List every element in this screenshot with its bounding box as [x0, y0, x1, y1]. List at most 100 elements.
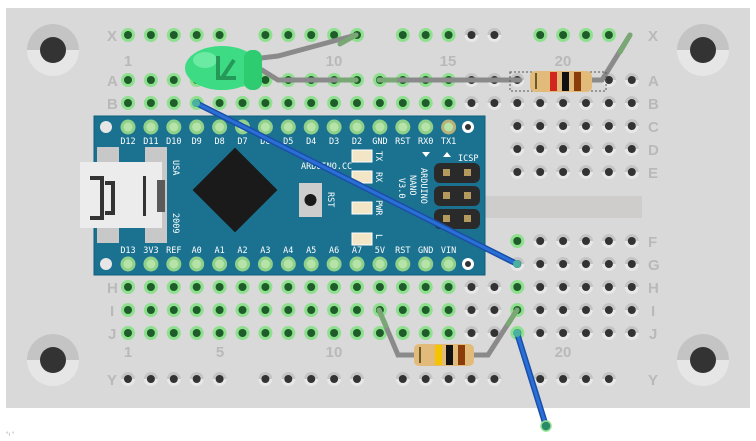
hole-B11[interactable] — [353, 99, 361, 107]
hole-B1[interactable] — [124, 99, 132, 107]
hole-B10[interactable] — [330, 99, 339, 107]
hole-G21[interactable] — [582, 260, 590, 268]
hole-J10[interactable] — [330, 329, 339, 337]
hole-Y13[interactable] — [398, 375, 407, 383]
hole-H22[interactable] — [604, 283, 613, 291]
hole-Y8[interactable] — [284, 375, 293, 383]
hole-A2[interactable] — [146, 76, 155, 84]
hole-D20[interactable] — [559, 145, 568, 153]
hole-B9[interactable] — [307, 99, 316, 107]
hole-F22[interactable] — [604, 237, 613, 245]
hole-H15[interactable] — [444, 283, 453, 291]
hole-X5[interactable] — [215, 31, 224, 39]
hole-J6[interactable] — [238, 329, 247, 337]
hole-I7[interactable] — [261, 306, 270, 314]
hole-B2[interactable] — [146, 99, 155, 107]
hole-I2[interactable] — [146, 306, 155, 314]
hole-J4[interactable] — [192, 329, 201, 337]
hole-B21[interactable] — [582, 99, 590, 107]
hole-H6[interactable] — [238, 283, 247, 291]
hole-I10[interactable] — [330, 306, 339, 314]
green-led[interactable] — [185, 46, 262, 90]
hole-Y9[interactable] — [307, 375, 316, 383]
hole-Y19[interactable] — [536, 375, 545, 383]
hole-B5[interactable] — [215, 99, 224, 107]
hole-J13[interactable] — [398, 329, 407, 337]
hole-X14[interactable] — [421, 31, 430, 39]
hole-J22[interactable] — [604, 329, 613, 337]
hole-J9[interactable] — [307, 329, 316, 337]
hole-X19[interactable] — [536, 31, 545, 39]
hole-H7[interactable] — [261, 283, 270, 291]
jumper-wire-j-to-off-board[interactable] — [513, 329, 552, 432]
resistor-top[interactable] — [509, 71, 607, 92]
hole-H3[interactable] — [169, 283, 178, 291]
hole-I3[interactable] — [169, 306, 178, 314]
hole-A1[interactable] — [124, 76, 132, 84]
hole-D19[interactable] — [536, 145, 545, 153]
hole-I17[interactable] — [490, 306, 499, 314]
hole-H8[interactable] — [284, 283, 293, 291]
hole-C20[interactable] — [559, 122, 568, 130]
hole-I20[interactable] — [559, 306, 568, 314]
hole-J19[interactable] — [536, 329, 545, 337]
hole-X4[interactable] — [192, 31, 201, 39]
hole-H5[interactable] — [215, 283, 224, 291]
hole-H13[interactable] — [398, 283, 407, 291]
hole-I11[interactable] — [353, 306, 361, 314]
hole-D23[interactable] — [627, 145, 636, 153]
hole-J16[interactable] — [467, 329, 476, 337]
hole-X15[interactable] — [444, 31, 453, 39]
hole-E21[interactable] — [582, 168, 590, 176]
hole-H9[interactable] — [307, 283, 316, 291]
jumper-wire-d9-to-g[interactable] — [192, 99, 521, 268]
hole-H21[interactable] — [582, 283, 590, 291]
hole-H11[interactable] — [353, 283, 361, 291]
hole-J20[interactable] — [559, 329, 568, 337]
hole-G22[interactable] — [604, 260, 613, 268]
hole-B3[interactable] — [169, 99, 178, 107]
hole-I21[interactable] — [582, 306, 590, 314]
hole-Y1[interactable] — [124, 375, 132, 383]
hole-C21[interactable] — [582, 122, 590, 130]
hole-G19[interactable] — [536, 260, 545, 268]
hole-H23[interactable] — [627, 283, 636, 291]
hole-E22[interactable] — [604, 168, 613, 176]
hole-F23[interactable] — [627, 237, 636, 245]
hole-Y17[interactable] — [490, 375, 499, 383]
hole-X13[interactable] — [398, 31, 407, 39]
hole-Y16[interactable] — [467, 375, 476, 383]
hole-H10[interactable] — [330, 283, 339, 291]
hole-C18[interactable] — [513, 122, 522, 130]
hole-J5[interactable] — [215, 329, 224, 337]
hole-J17[interactable] — [490, 329, 499, 337]
hole-H2[interactable] — [146, 283, 155, 291]
hole-J3[interactable] — [169, 329, 178, 337]
hole-I1[interactable] — [124, 306, 132, 314]
hole-H19[interactable] — [536, 283, 545, 291]
hole-D18[interactable] — [513, 145, 522, 153]
hole-H14[interactable] — [421, 283, 430, 291]
hole-I14[interactable] — [421, 306, 430, 314]
hole-J23[interactable] — [627, 329, 636, 337]
hole-Y11[interactable] — [353, 375, 361, 383]
hole-H17[interactable] — [490, 283, 499, 291]
hole-H18[interactable] — [513, 283, 522, 291]
hole-J21[interactable] — [582, 329, 590, 337]
hole-Y2[interactable] — [146, 375, 155, 383]
hole-C22[interactable] — [604, 122, 613, 130]
hole-X17[interactable] — [490, 31, 499, 39]
hole-F21[interactable] — [582, 237, 590, 245]
hole-B19[interactable] — [536, 99, 545, 107]
hole-X10[interactable] — [330, 31, 339, 39]
hole-A7[interactable] — [261, 76, 270, 84]
hole-I4[interactable] — [192, 306, 201, 314]
hole-G23[interactable] — [627, 260, 636, 268]
hole-H4[interactable] — [192, 283, 201, 291]
hole-J15[interactable] — [444, 329, 453, 337]
hole-G20[interactable] — [559, 260, 568, 268]
hole-X7[interactable] — [261, 31, 270, 39]
hole-E19[interactable] — [536, 168, 545, 176]
hole-I13[interactable] — [398, 306, 407, 314]
hole-J7[interactable] — [261, 329, 270, 337]
